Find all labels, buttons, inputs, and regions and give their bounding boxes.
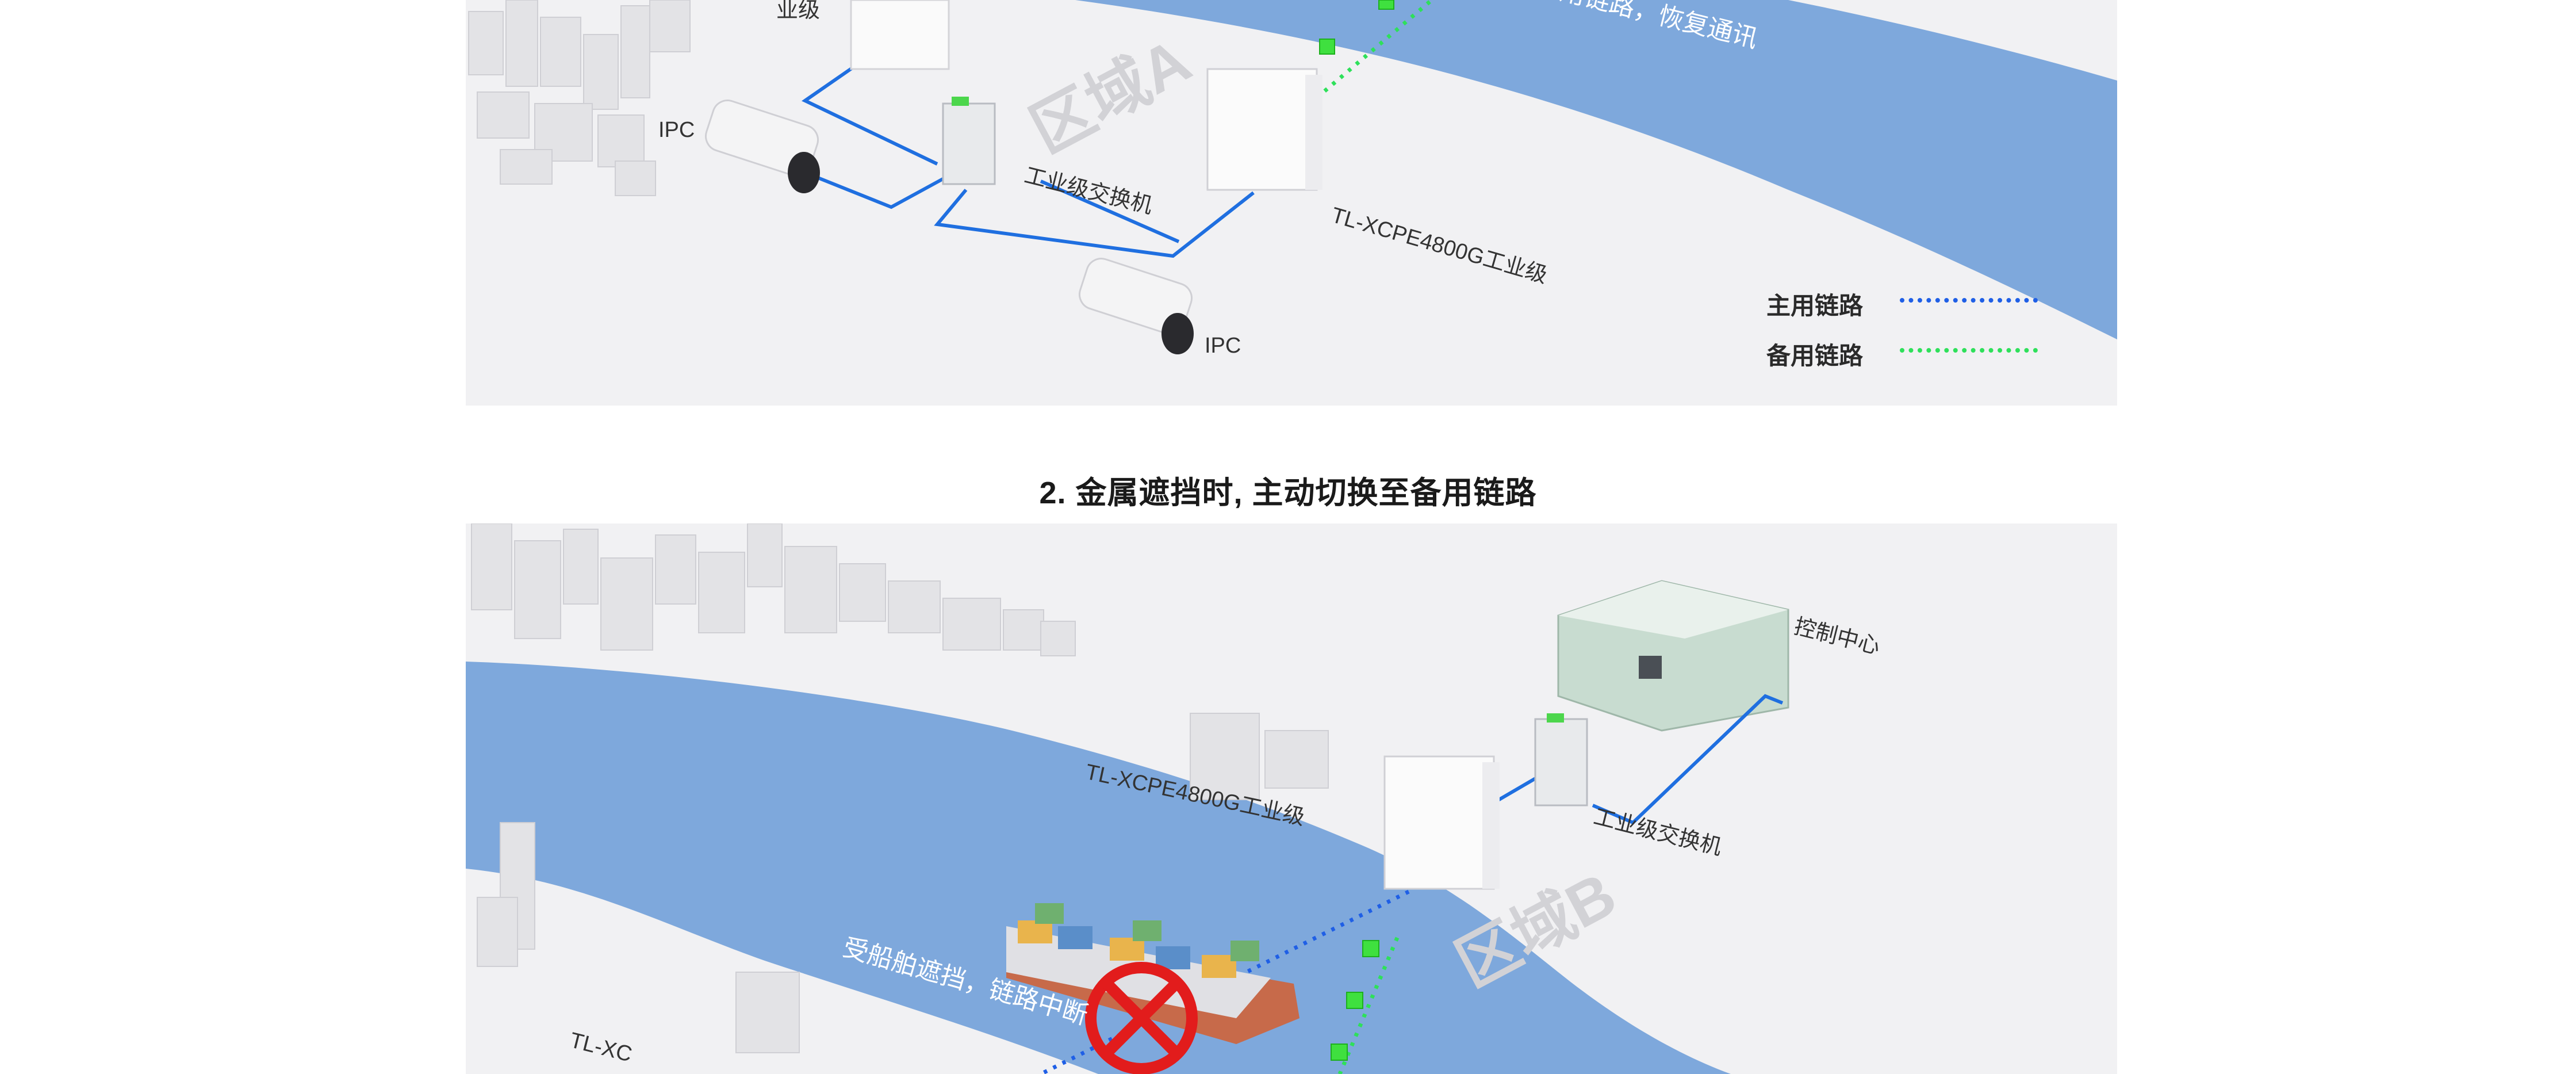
backup-link xyxy=(1315,0,1433,100)
switch-device xyxy=(1534,713,1588,807)
legend-swatch-backup xyxy=(1900,348,2038,353)
city-buildings xyxy=(468,0,691,196)
link-node xyxy=(1331,1044,1348,1061)
river xyxy=(1075,0,2117,75)
control-center-building xyxy=(1557,580,1789,732)
legend-label-backup: 备用链路 xyxy=(1766,342,1864,369)
link-node xyxy=(1378,0,1394,10)
ipc-label: IPC xyxy=(1205,334,1241,358)
legend-label-primary: 主用链路 xyxy=(1766,292,1864,319)
device-label: 业级 xyxy=(776,0,821,22)
scenario-panel-1: 业级 IPC IPC 工业级交换机 TL-XCPE4800G工业级 区域A 用链… xyxy=(466,0,2117,406)
cpe-device xyxy=(1206,68,1322,191)
scene-illustration-2 xyxy=(466,523,1789,1074)
cpe-device xyxy=(1383,755,1500,890)
scenario-panel-2: 控制中心 工业级交换机 TL-XCPE4800G工业级 区域B 受船舶遮挡，链路… xyxy=(466,523,2117,1074)
backup-link xyxy=(1337,937,1400,1074)
link-node xyxy=(1362,940,1379,957)
city-buildings xyxy=(471,523,1329,1053)
section-heading: 2. 金属遮挡时, 主动切换至备用链路 xyxy=(1039,476,1537,510)
switch-device xyxy=(942,97,996,185)
blocked-marker xyxy=(1085,962,1198,1074)
ipc-camera xyxy=(1079,258,1194,354)
legend-swatch-primary xyxy=(1900,298,2038,303)
ipc-label: IPC xyxy=(658,118,695,142)
device-box xyxy=(850,0,950,70)
scene-illustration-1 xyxy=(468,0,2117,354)
ipc-camera xyxy=(705,100,820,193)
riverbank xyxy=(466,869,1098,1074)
river xyxy=(1075,0,2117,339)
link-node xyxy=(1346,992,1363,1009)
link-node xyxy=(1319,39,1335,55)
